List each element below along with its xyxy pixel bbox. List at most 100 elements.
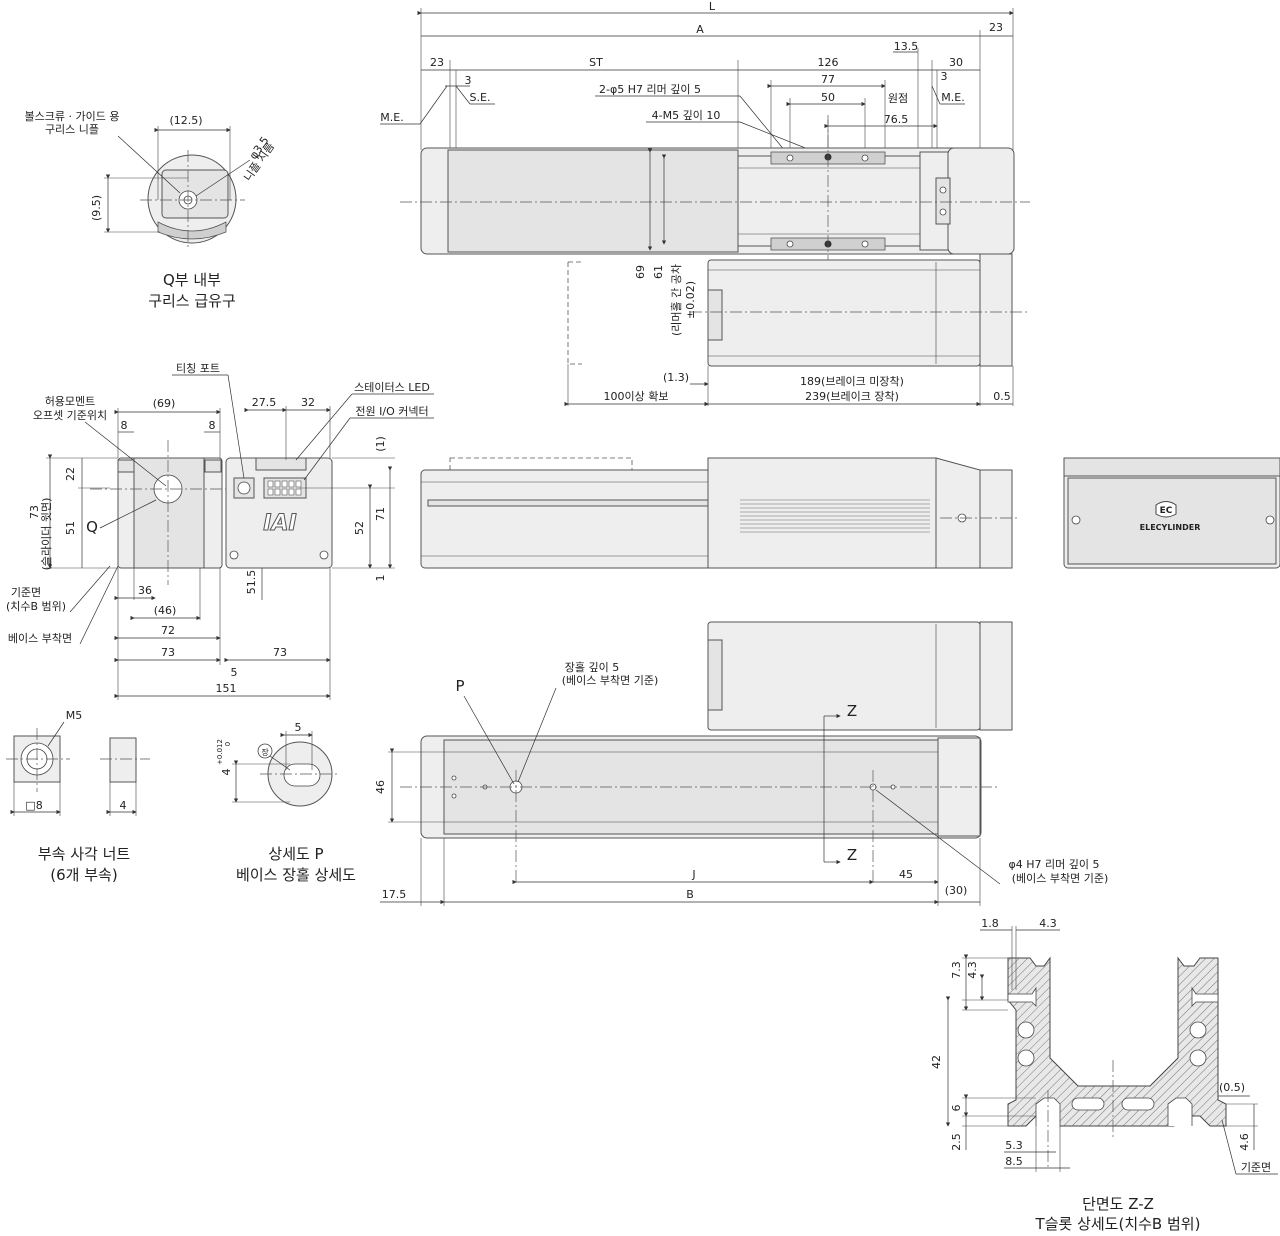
stroke-cover (447, 149, 739, 253)
dim-51-5: 51.5 (245, 570, 258, 595)
dim-42: 42 (930, 1055, 943, 1069)
dim-71: 71 (374, 507, 387, 521)
dim-61: 61 (652, 265, 665, 279)
dim-77: 77 (821, 73, 835, 86)
motor-top (707, 259, 981, 367)
dim-4-3-top: 4.3 (1039, 917, 1057, 930)
dim-5-p: 5 (295, 721, 302, 734)
end-view: (69) 8 8 허용모멘트 오프셋 기준위치 73 (슬라이더 윗면) 22 … (6, 395, 331, 700)
dim-36: 36 (138, 584, 152, 597)
bottom-motor (707, 621, 981, 731)
dim-L: L (709, 0, 716, 13)
end-plate (935, 177, 951, 225)
side-view (420, 457, 1020, 569)
label-origin: 원점 (888, 92, 908, 105)
q-detail-title-2: 구리스 급유구 (148, 292, 236, 310)
dim-4-nut: 4 (120, 799, 127, 812)
dim-17-5: 17.5 (382, 888, 407, 901)
dim-1-top: (1) (374, 436, 387, 452)
dim-32: 32 (301, 396, 315, 409)
dim-46-end: (46) (154, 604, 177, 617)
elecylinder-logo: ELECYLINDER (1140, 523, 1201, 532)
dim-22: 22 (64, 467, 77, 481)
dim-73-right: 73 (273, 646, 287, 659)
label-reamer-tol: ±0.02) (684, 281, 697, 319)
label-moment-2: 오프셋 기준위치 (33, 409, 107, 422)
label-ref-1: 기준면 (11, 586, 41, 599)
dim-sq8: □8 (25, 799, 42, 812)
dim-8-right: 8 (209, 419, 216, 432)
dim-151: 151 (216, 682, 237, 695)
label-me-left: M.E. (380, 111, 403, 124)
p-detail-title-1: 상세도 P (268, 845, 323, 863)
dim-126: 126 (818, 56, 839, 69)
label-reamer: 2-φ5 H7 리머 깊이 5 (599, 83, 701, 96)
status-led (255, 457, 307, 471)
dim-69-end: (69) (153, 397, 176, 410)
iai-logo: IAI (263, 511, 296, 536)
dim-12-5: (12.5) (169, 114, 202, 127)
dim-23-right: 23 (989, 21, 1003, 34)
label-q: Q (86, 518, 98, 536)
dim-8-left: 8 (121, 419, 128, 432)
bottom-view: Z Z P 장홀 깊이 5 (베이스 부착면 기준) φ4 H7 리머 깊이 5… (374, 621, 1109, 906)
dim-3-right: 3 (941, 70, 948, 83)
p-detail-slot (283, 763, 321, 787)
p-detail-view: 5 4 +0.012 0 장 상세도 P 베이스 장홀 상세도 (216, 721, 356, 884)
dim-0-5: 0.5 (993, 390, 1011, 403)
section-zz-view: 1.8 4.3 7.3 4.3 42 6 2.5 5.3 8.5 (0.5) 4… (930, 917, 1278, 1233)
nut-title-1: 부속 사각 너트 (38, 845, 131, 863)
dim-46-bottom: 46 (374, 780, 387, 794)
label-reamer-pitch: (리머홀 간 공차 (670, 264, 683, 336)
dim-189: 189(브레이크 미장착) (800, 375, 904, 388)
dim-B: B (686, 888, 694, 901)
label-me-right: M.E. (941, 91, 964, 104)
label-ref-section: 기준면 (1241, 1161, 1271, 1174)
label-reamer-bottom-2: (베이스 부착면 기준) (1012, 872, 1109, 885)
ec-logo: EC (1160, 506, 1173, 516)
dim-3-left: 3 (465, 74, 472, 87)
label-p: P (455, 677, 464, 695)
label-teach-port: 티칭 포트 (176, 362, 220, 375)
dim-50: 50 (821, 91, 835, 104)
label-se: S.E. (470, 91, 491, 104)
section-title-1: 단면도 Z-Z (1082, 1195, 1154, 1213)
dim-4-p: 4 (220, 769, 233, 776)
dim-J: J (691, 868, 695, 881)
dim-5-3: 5.3 (1005, 1139, 1023, 1152)
dim-30-bottom: (30) (945, 884, 968, 897)
dim-52: 52 (353, 521, 366, 535)
label-slot-2: (베이스 부착면 기준) (562, 674, 659, 687)
dim-A: A (696, 23, 704, 36)
label-status-led: 스테이터스 LED (354, 381, 430, 394)
dim-clearance: 100이상 확보 (604, 390, 669, 403)
dim-4-6: 4.6 (1238, 1133, 1251, 1151)
side-body (420, 469, 712, 569)
dim-1-8: 1.8 (981, 917, 999, 930)
dim-5: 5 (231, 666, 238, 679)
label-m5-tap: 4-M5 깊이 10 (652, 109, 721, 122)
label-nipple-2: 구리스 니플 (45, 123, 99, 136)
dim-69: 69 (634, 265, 647, 279)
section-title-2: T슬롯 상세도(치수B 범위) (1035, 1215, 1201, 1233)
dim-2-5: 2.5 (950, 1133, 963, 1151)
label-slider-top: (슬라이더 윗면) (40, 498, 53, 571)
dim-73-left: 73 (161, 646, 175, 659)
motor-end-rear (979, 253, 1013, 367)
section-mark-z-top: Z (847, 702, 857, 720)
dim-9-5: (9.5) (90, 195, 103, 221)
top-view: L A 23 23 ST 126 30 13.5 3 3 77 50 76.5 (380, 0, 1030, 407)
dim-13-5: 13.5 (894, 40, 919, 53)
nut-title-2: (6개 부속) (50, 866, 117, 884)
label-m5-nut: M5 (66, 709, 83, 722)
label-moment-1: 허용모멘트 (45, 395, 96, 408)
slot-mark: 장 (261, 747, 269, 757)
dim-76-5: 76.5 (884, 113, 909, 126)
square-nut-view: M5 □8 4 부속 사각 너트 (6개 부속) (6, 709, 150, 884)
dim-ST: ST (589, 56, 603, 69)
p-detail-title-2: 베이스 장홀 상세도 (236, 866, 356, 884)
slider-top (737, 155, 921, 247)
label-reamer-bottom-1: φ4 H7 리머 깊이 5 (1009, 858, 1100, 871)
dim-4-3-left: 4.3 (966, 961, 979, 979)
